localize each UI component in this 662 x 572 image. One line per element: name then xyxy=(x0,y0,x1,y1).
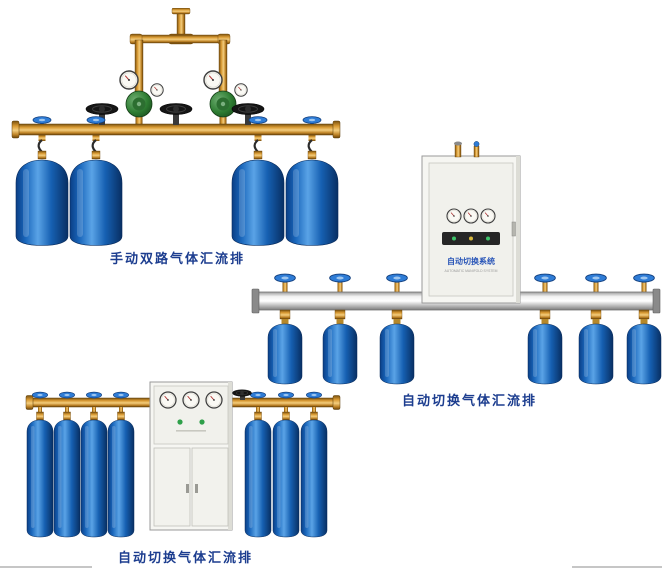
manifold-top-assembly xyxy=(129,8,231,93)
control-cabinet xyxy=(149,381,233,531)
gas-cylinder xyxy=(626,323,662,385)
gas-cylinder xyxy=(80,419,108,538)
gas-cylinder xyxy=(26,419,54,538)
gas-cylinder xyxy=(379,323,415,385)
page-border-fragment xyxy=(0,566,92,568)
valve-handwheel-icon xyxy=(534,273,556,284)
valve-handwheel-icon xyxy=(31,391,49,399)
gas-cylinder xyxy=(527,323,563,385)
manifold-pipe xyxy=(11,120,341,139)
cabinet-door xyxy=(153,447,191,527)
gas-cylinder-drop xyxy=(300,391,328,538)
pressure-gauge-icon xyxy=(159,391,177,409)
gas-cylinder-drop xyxy=(244,391,272,538)
gas-cylinder-drop xyxy=(527,273,563,385)
gas-cylinder xyxy=(15,159,69,246)
gas-cylinder xyxy=(272,419,300,538)
gas-cylinder xyxy=(107,419,135,538)
auto-manifold-illustration: 自动切换系统 AUTOMATIC MANIFOLD SYSTEM xyxy=(251,141,662,385)
valve-handwheel-icon xyxy=(386,273,408,284)
gas-cylinder-drop xyxy=(379,273,415,385)
status-led-icon xyxy=(177,419,183,425)
gas-cylinder-drop xyxy=(15,116,69,246)
pressure-gauge-icon xyxy=(119,70,139,90)
gas-cylinder-drop xyxy=(53,391,81,538)
valve-handwheel-icon xyxy=(585,273,607,284)
cabinet-top-fittings xyxy=(454,141,480,158)
cabinet-label: 自动切换系统 xyxy=(447,256,495,266)
gas-cylinder-drop xyxy=(107,391,135,538)
status-led-icon xyxy=(486,236,490,241)
valve-handwheel-icon xyxy=(277,391,295,399)
cabinet-sublabel: AUTOMATIC MANIFOLD SYSTEM xyxy=(445,269,498,273)
product-caption-manual-dual: 手动双路气体汇流排 xyxy=(110,251,246,266)
gas-cylinder-drop xyxy=(26,391,54,538)
gas-cylinder-drop xyxy=(80,391,108,538)
valve-handwheel-icon xyxy=(305,391,323,399)
cabinet-handle xyxy=(511,221,516,237)
gas-cylinder-drop xyxy=(267,273,303,385)
valve-handwheel-icon xyxy=(85,391,103,399)
pressure-gauge-icon xyxy=(150,83,164,97)
cylinder-bank xyxy=(267,273,662,385)
shutoff-valve-handwheel xyxy=(85,103,265,125)
valve-handwheel-icon xyxy=(274,273,296,284)
cylinder-bank-right xyxy=(244,391,328,538)
gas-cylinder xyxy=(53,419,81,538)
gas-cylinder-drop xyxy=(626,273,662,385)
cylinder-bank-left xyxy=(26,391,135,538)
status-led-icon xyxy=(452,236,456,241)
cabinet-handle xyxy=(195,484,198,493)
pressure-gauge-icon xyxy=(463,208,479,224)
product-manual-dual-manifold xyxy=(8,8,344,246)
gas-cylinder xyxy=(69,159,123,246)
shutoff-valve-handwheel xyxy=(232,389,252,400)
gas-cylinder xyxy=(322,323,358,385)
product-caption-auto-right: 自动切换气体汇流排 xyxy=(402,393,538,408)
product-auto-switch-manifold-bottom xyxy=(20,376,352,546)
gas-cylinder xyxy=(578,323,614,385)
valve-handwheel-icon xyxy=(58,391,76,399)
gas-cylinder-drop xyxy=(285,116,339,246)
status-led-icon xyxy=(469,236,473,241)
pressure-gauge-icon xyxy=(234,83,248,97)
gas-cylinder xyxy=(244,419,272,538)
status-led-icon xyxy=(199,419,205,425)
pressure-gauge-icon xyxy=(480,208,496,224)
valve-handwheel-icon xyxy=(112,391,130,399)
gas-cylinder xyxy=(267,323,303,385)
pressure-gauge-icon xyxy=(182,391,200,409)
valve-handwheel-icon xyxy=(249,391,267,399)
valve-handwheel-icon xyxy=(633,273,655,284)
gas-cylinder-drop xyxy=(69,116,123,246)
gas-cylinder-drop xyxy=(272,391,300,538)
gas-cylinder-drop xyxy=(322,273,358,385)
cabinet-label-line xyxy=(176,430,206,432)
product-auto-switch-manifold-right: 自动切换系统 AUTOMATIC MANIFOLD SYSTEM xyxy=(250,140,662,388)
cabinet-handle xyxy=(186,484,189,493)
manual-manifold-illustration xyxy=(11,8,341,246)
pressure-gauge-icon xyxy=(205,391,223,409)
valve-handwheel-icon xyxy=(329,273,351,284)
page-border-fragment xyxy=(572,566,662,568)
gas-cylinder xyxy=(300,419,328,538)
gas-cylinder-drop xyxy=(231,116,285,246)
pressure-gauge-icon xyxy=(446,208,462,224)
cylinder-bank xyxy=(15,116,339,246)
auto-manifold-illustration-2 xyxy=(25,381,341,538)
product-caption-auto-bottom: 自动切换气体汇流排 xyxy=(118,550,254,565)
gas-cylinder-drop xyxy=(578,273,614,385)
control-cabinet: 自动切换系统 AUTOMATIC MANIFOLD SYSTEM xyxy=(421,155,521,304)
pressure-gauge-icon xyxy=(203,70,223,90)
